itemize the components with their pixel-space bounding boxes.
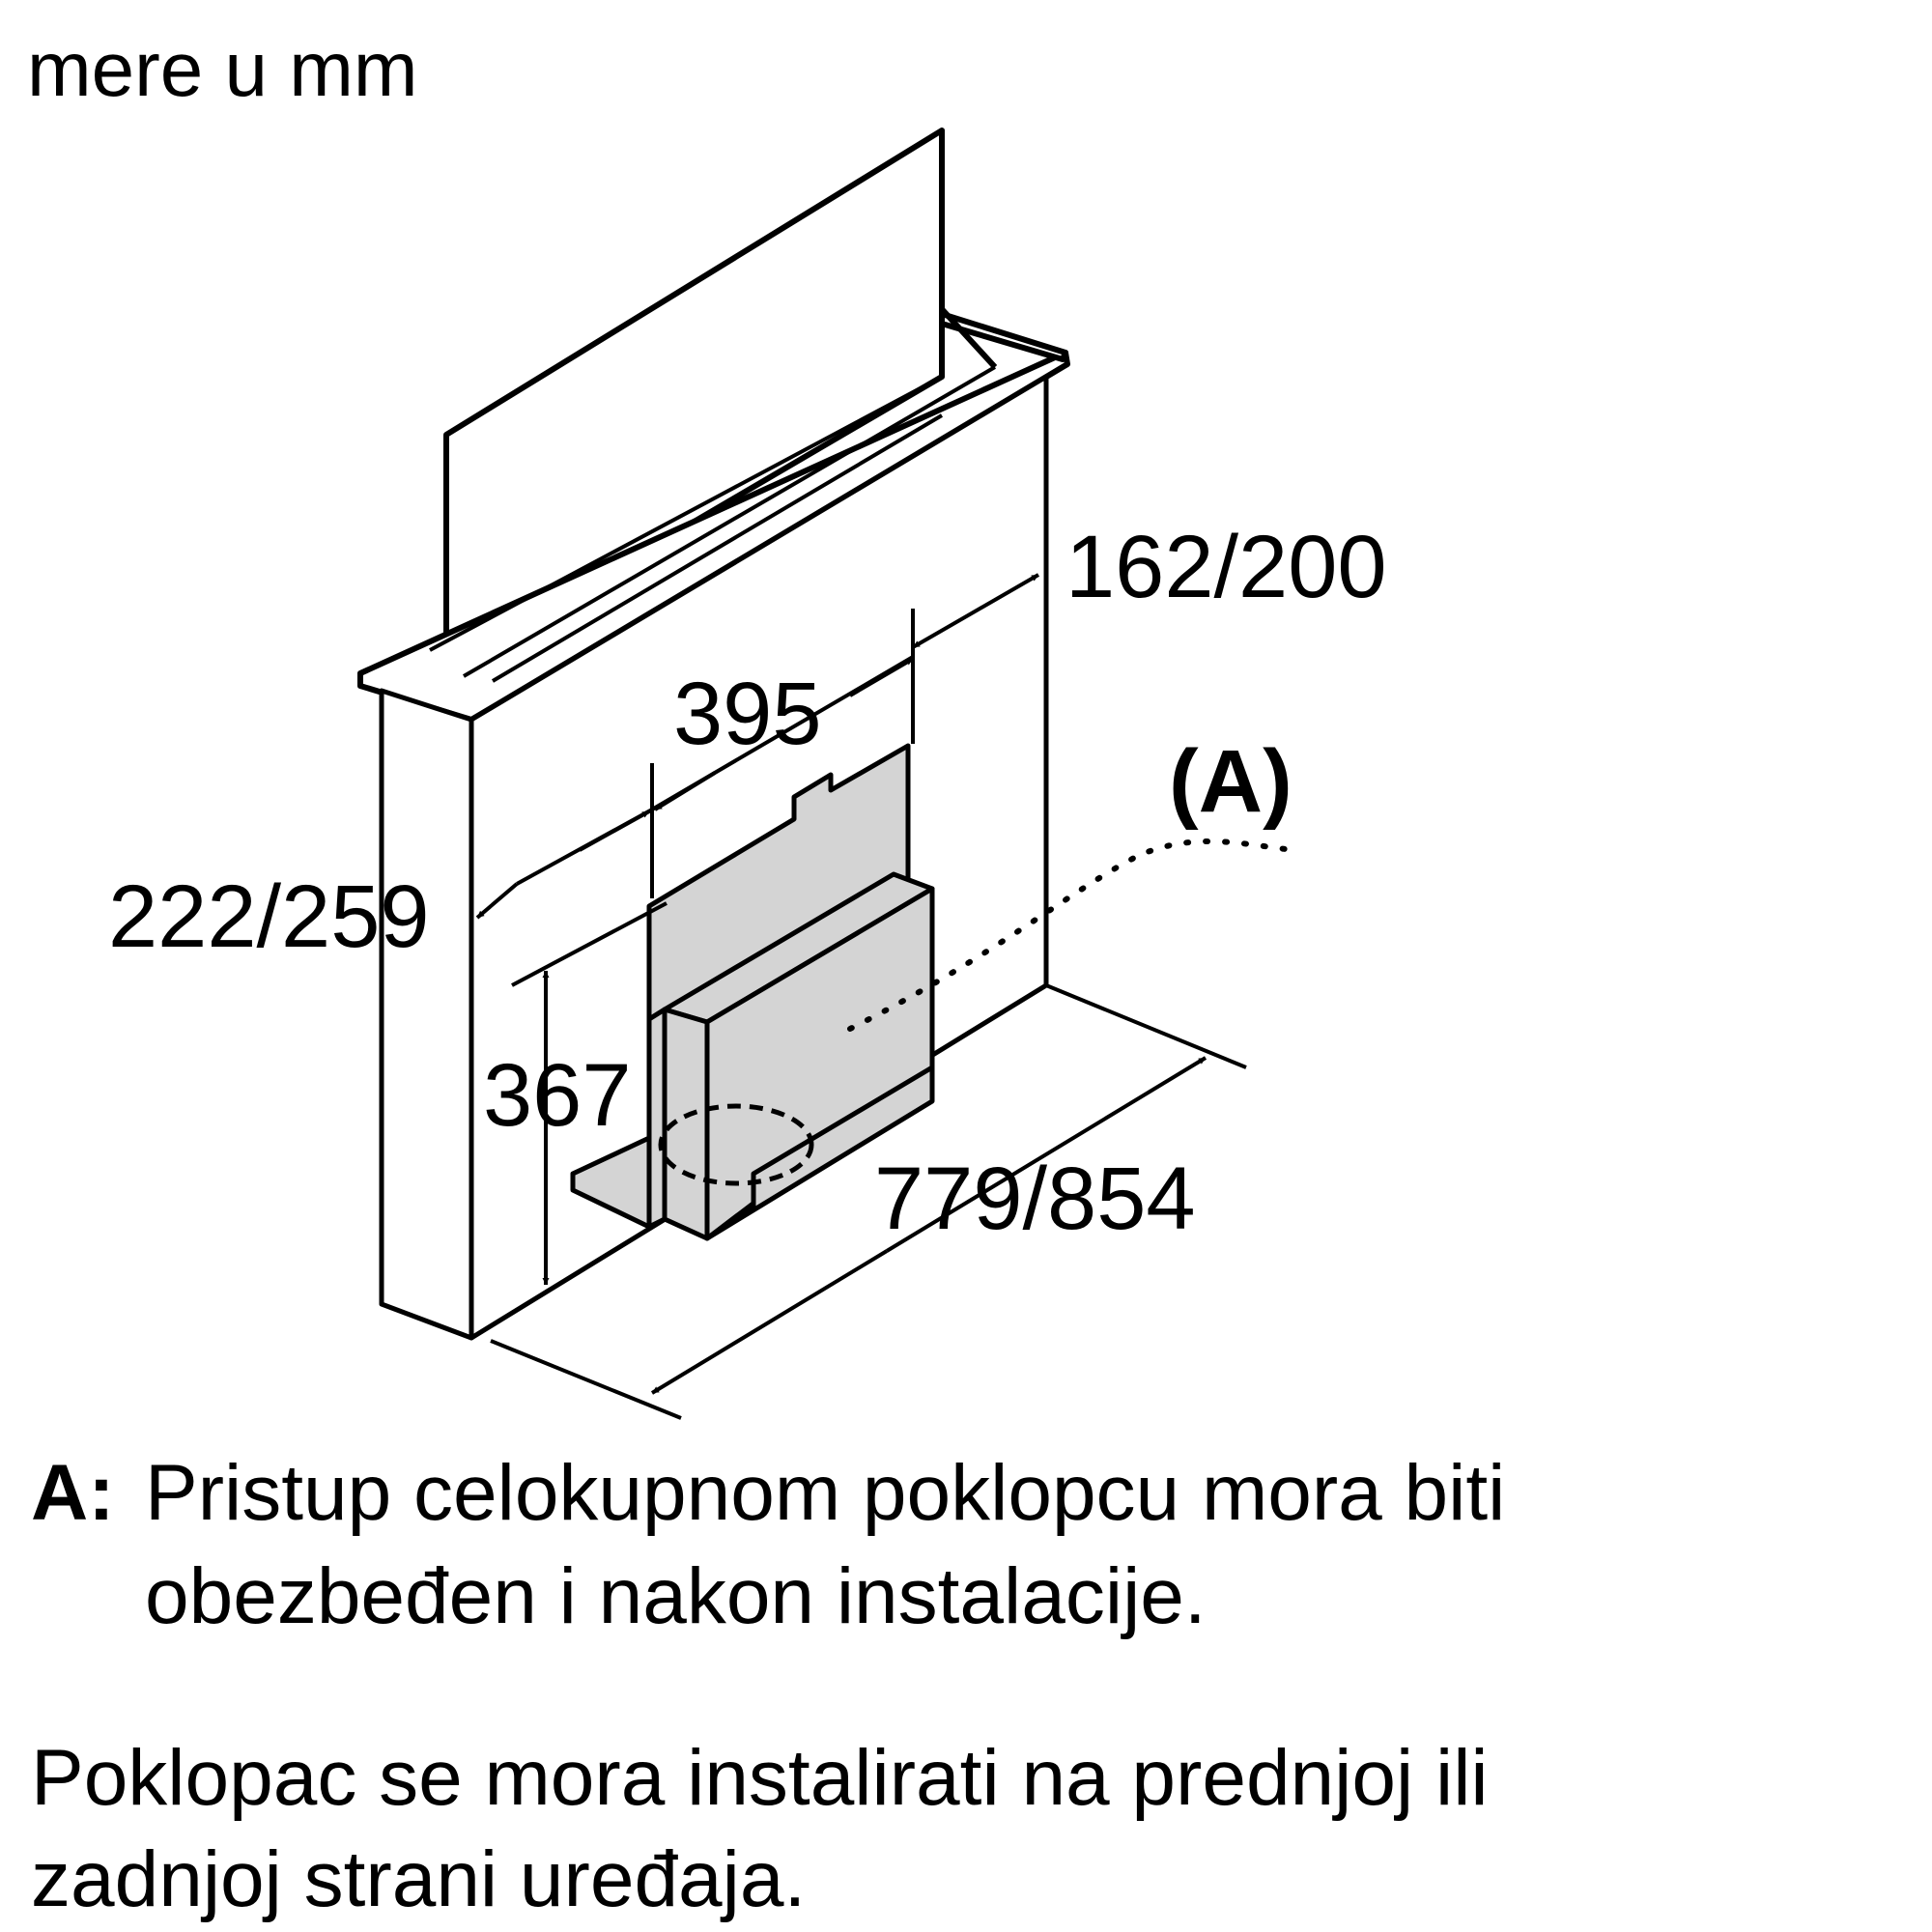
- dimension-lines: [475, 573, 1247, 1420]
- downdraft-hood: [357, 128, 1070, 723]
- dimension-depth: 395: [673, 665, 822, 763]
- dim-162-200: [912, 573, 1039, 649]
- fan-module: [570, 743, 935, 1241]
- module-foot: [704, 1065, 935, 1241]
- dimension-width-range: 779/854: [874, 1150, 1196, 1248]
- dimension-module-height: 367: [483, 1046, 632, 1145]
- dim-779-854-right: [885, 1056, 1208, 1253]
- note-cover-line-1: Poklopac se mora instalirati na prednjoj…: [31, 1734, 1489, 1822]
- dim-395-left: [653, 771, 717, 811]
- ext-line: [1045, 983, 1247, 1069]
- dim-779-854-left: [650, 1249, 889, 1395]
- dim-222-259-left: [475, 882, 519, 920]
- top-frame-back: [939, 311, 1068, 362]
- slot-line-1: [429, 375, 943, 652]
- note-a-line-1: Pristup celokupnom poklopcu mora biti: [145, 1449, 1506, 1537]
- slot-edge: [939, 306, 998, 370]
- dim-395-right: [848, 657, 915, 697]
- note-cover-line-2: zadnjoj strani uređaja.: [31, 1835, 807, 1923]
- slot-line-3: [491, 413, 944, 683]
- ext-line: [511, 901, 668, 987]
- note-a-key: A:: [31, 1449, 115, 1537]
- dimension-height-range: 162/200: [1065, 518, 1387, 616]
- callout-dots: [847, 838, 1297, 1032]
- fan-opening: [658, 1103, 814, 1186]
- module-tray: [570, 1135, 652, 1230]
- slot-line-2: [462, 365, 997, 678]
- dim-222-259-right: [579, 810, 650, 852]
- callout-a-label: (A): [1169, 732, 1293, 831]
- housing-side: [379, 688, 474, 1341]
- units-label: mere u mm: [27, 26, 418, 112]
- dimension-side-range: 222/259: [108, 867, 430, 966]
- ext-line: [490, 1339, 682, 1420]
- note-a-line-2: obezbeđen i nakon instalacije.: [145, 1552, 1207, 1640]
